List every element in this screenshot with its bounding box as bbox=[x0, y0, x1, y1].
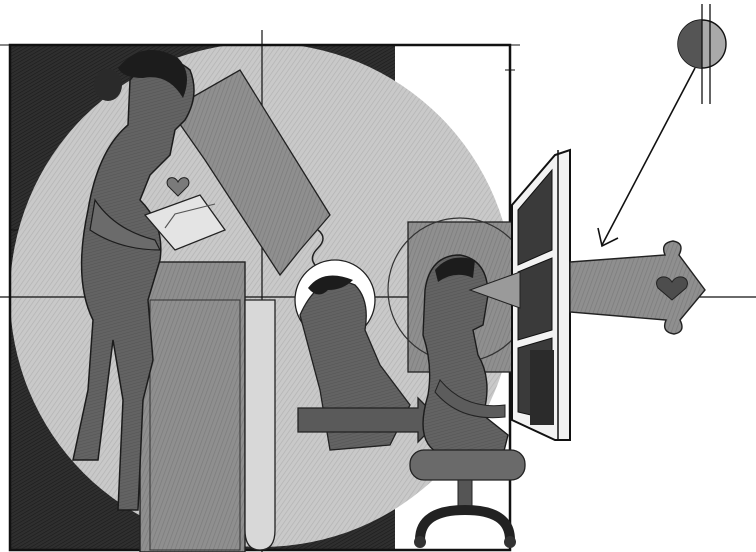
column-shape bbox=[245, 300, 275, 550]
cabinet-block bbox=[140, 262, 245, 552]
window-icon bbox=[512, 150, 570, 440]
